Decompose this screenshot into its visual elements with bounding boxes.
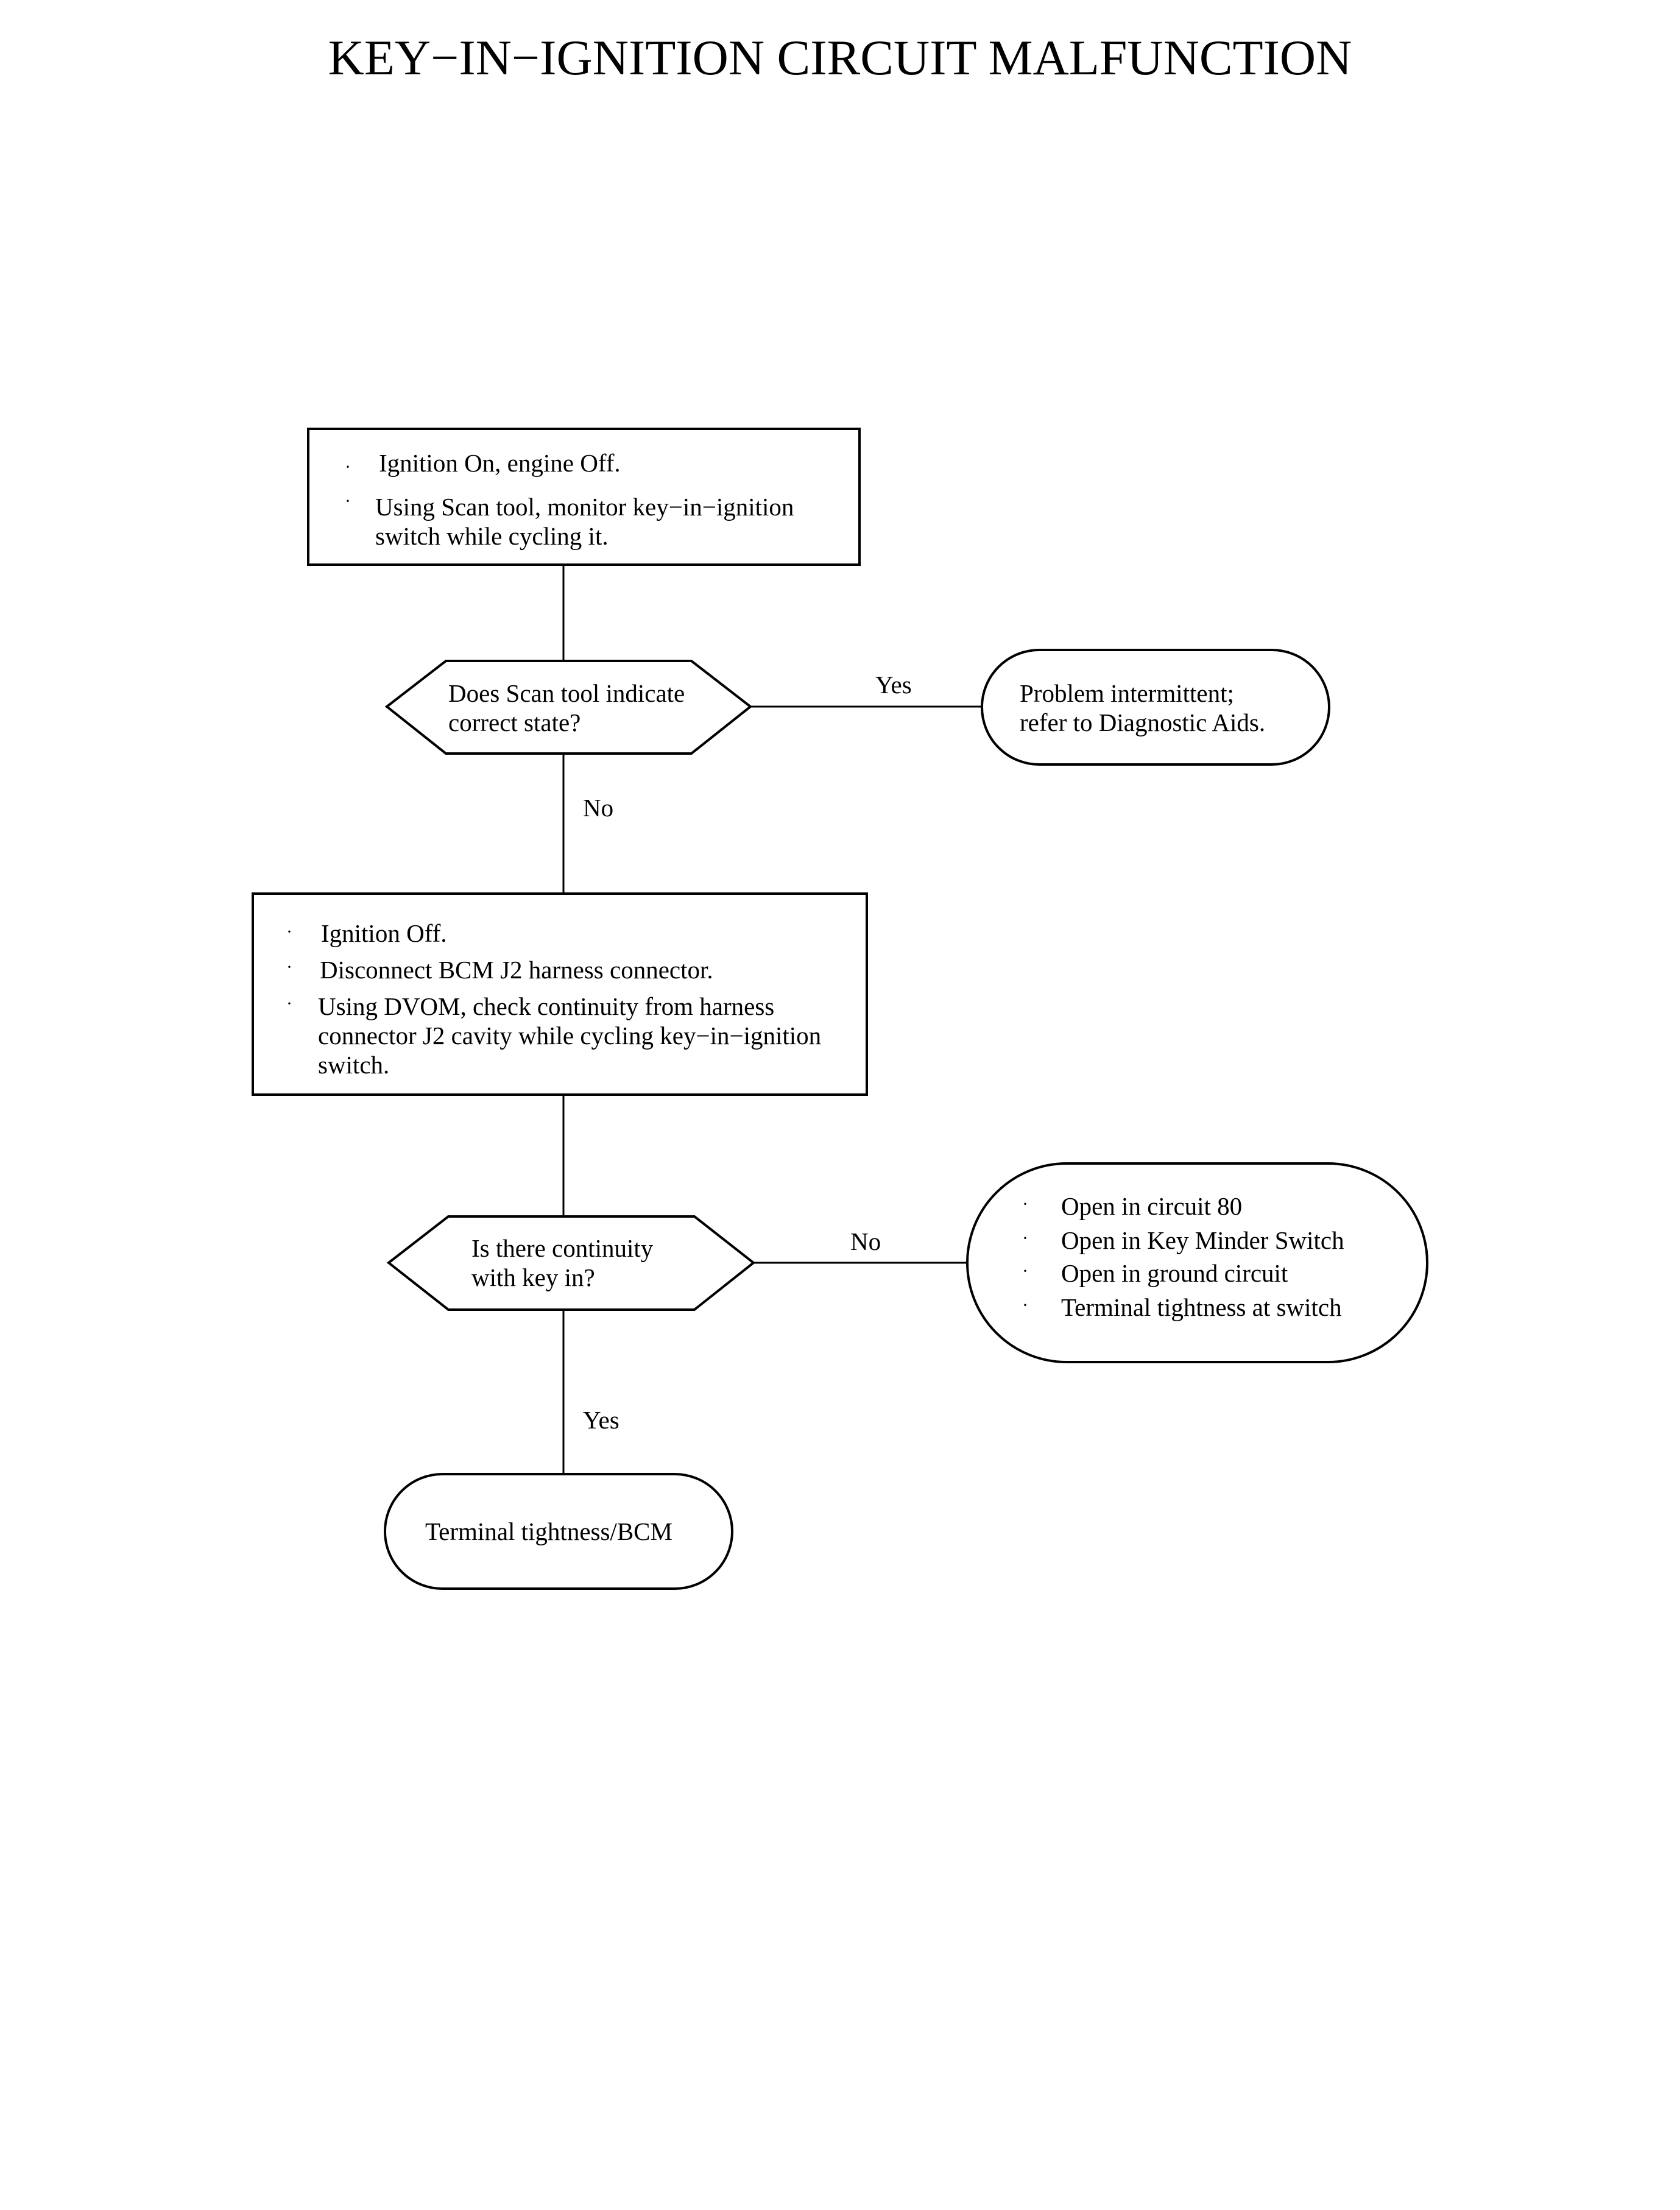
edge-label-d1-no: No xyxy=(583,794,614,822)
edge-label-d1-yes: Yes xyxy=(875,671,912,699)
bullet-dot: · xyxy=(286,922,292,942)
edge-label-d2-no: No xyxy=(850,1227,881,1255)
decision-1-line-2: correct state? xyxy=(448,708,581,736)
step-1-line-3: switch while cycling it. xyxy=(375,522,609,550)
bullet-dot: · xyxy=(286,957,292,977)
step-2-line-3: Using DVOM, check continuity from harnes… xyxy=(318,992,775,1020)
page-title: KEY−IN−IGNITION CIRCUIT MALFUNCTION xyxy=(328,30,1352,85)
result-2-line-1: Open in circuit 80 xyxy=(1061,1192,1243,1220)
bullet-dot: · xyxy=(286,994,292,1014)
step-1-line-1: Ignition On, engine Off. xyxy=(379,449,621,477)
bullet-dot: · xyxy=(345,457,351,477)
result-1-line-2: refer to Diagnostic Aids. xyxy=(1020,708,1266,736)
decision-1-line-1: Does Scan tool indicate xyxy=(448,679,685,707)
result-3-label: Terminal tightness/BCM xyxy=(425,1517,672,1545)
step-1-box xyxy=(307,428,861,566)
edge-label-d2-yes: Yes xyxy=(583,1406,619,1434)
result-2-line-2: Open in Key Minder Switch xyxy=(1061,1226,1344,1254)
step-2-line-2: Disconnect BCM J2 harness connector. xyxy=(320,956,713,984)
step-2-line-4: connector J2 cavity while cycling key−in… xyxy=(318,1022,822,1050)
step-2-box xyxy=(252,892,868,1096)
bullet-dot: · xyxy=(1022,1228,1028,1248)
result-3-terminal xyxy=(384,1473,733,1590)
decision-1-hexagon xyxy=(384,660,753,755)
result-1-terminal xyxy=(981,649,1330,766)
result-2-terminal xyxy=(966,1162,1428,1363)
decision-2-line-1: Is there continuity xyxy=(471,1234,654,1262)
decision-2-hexagon xyxy=(386,1215,756,1311)
step-2-line-5: switch. xyxy=(318,1051,390,1079)
bullet-dot: · xyxy=(1022,1295,1028,1315)
result-2-line-4: Terminal tightness at switch xyxy=(1061,1293,1342,1321)
bullet-dot: · xyxy=(345,491,351,511)
result-2-line-3: Open in ground circuit xyxy=(1061,1259,1288,1287)
bullet-dot: · xyxy=(1022,1261,1028,1281)
step-2-line-1: Ignition Off. xyxy=(321,919,447,947)
result-1-line-1: Problem intermittent; xyxy=(1020,679,1234,707)
bullet-dot: · xyxy=(1022,1194,1028,1214)
step-1-line-2: Using Scan tool, monitor key−in−ignition xyxy=(375,493,794,521)
decision-2-line-2: with key in? xyxy=(471,1263,595,1291)
